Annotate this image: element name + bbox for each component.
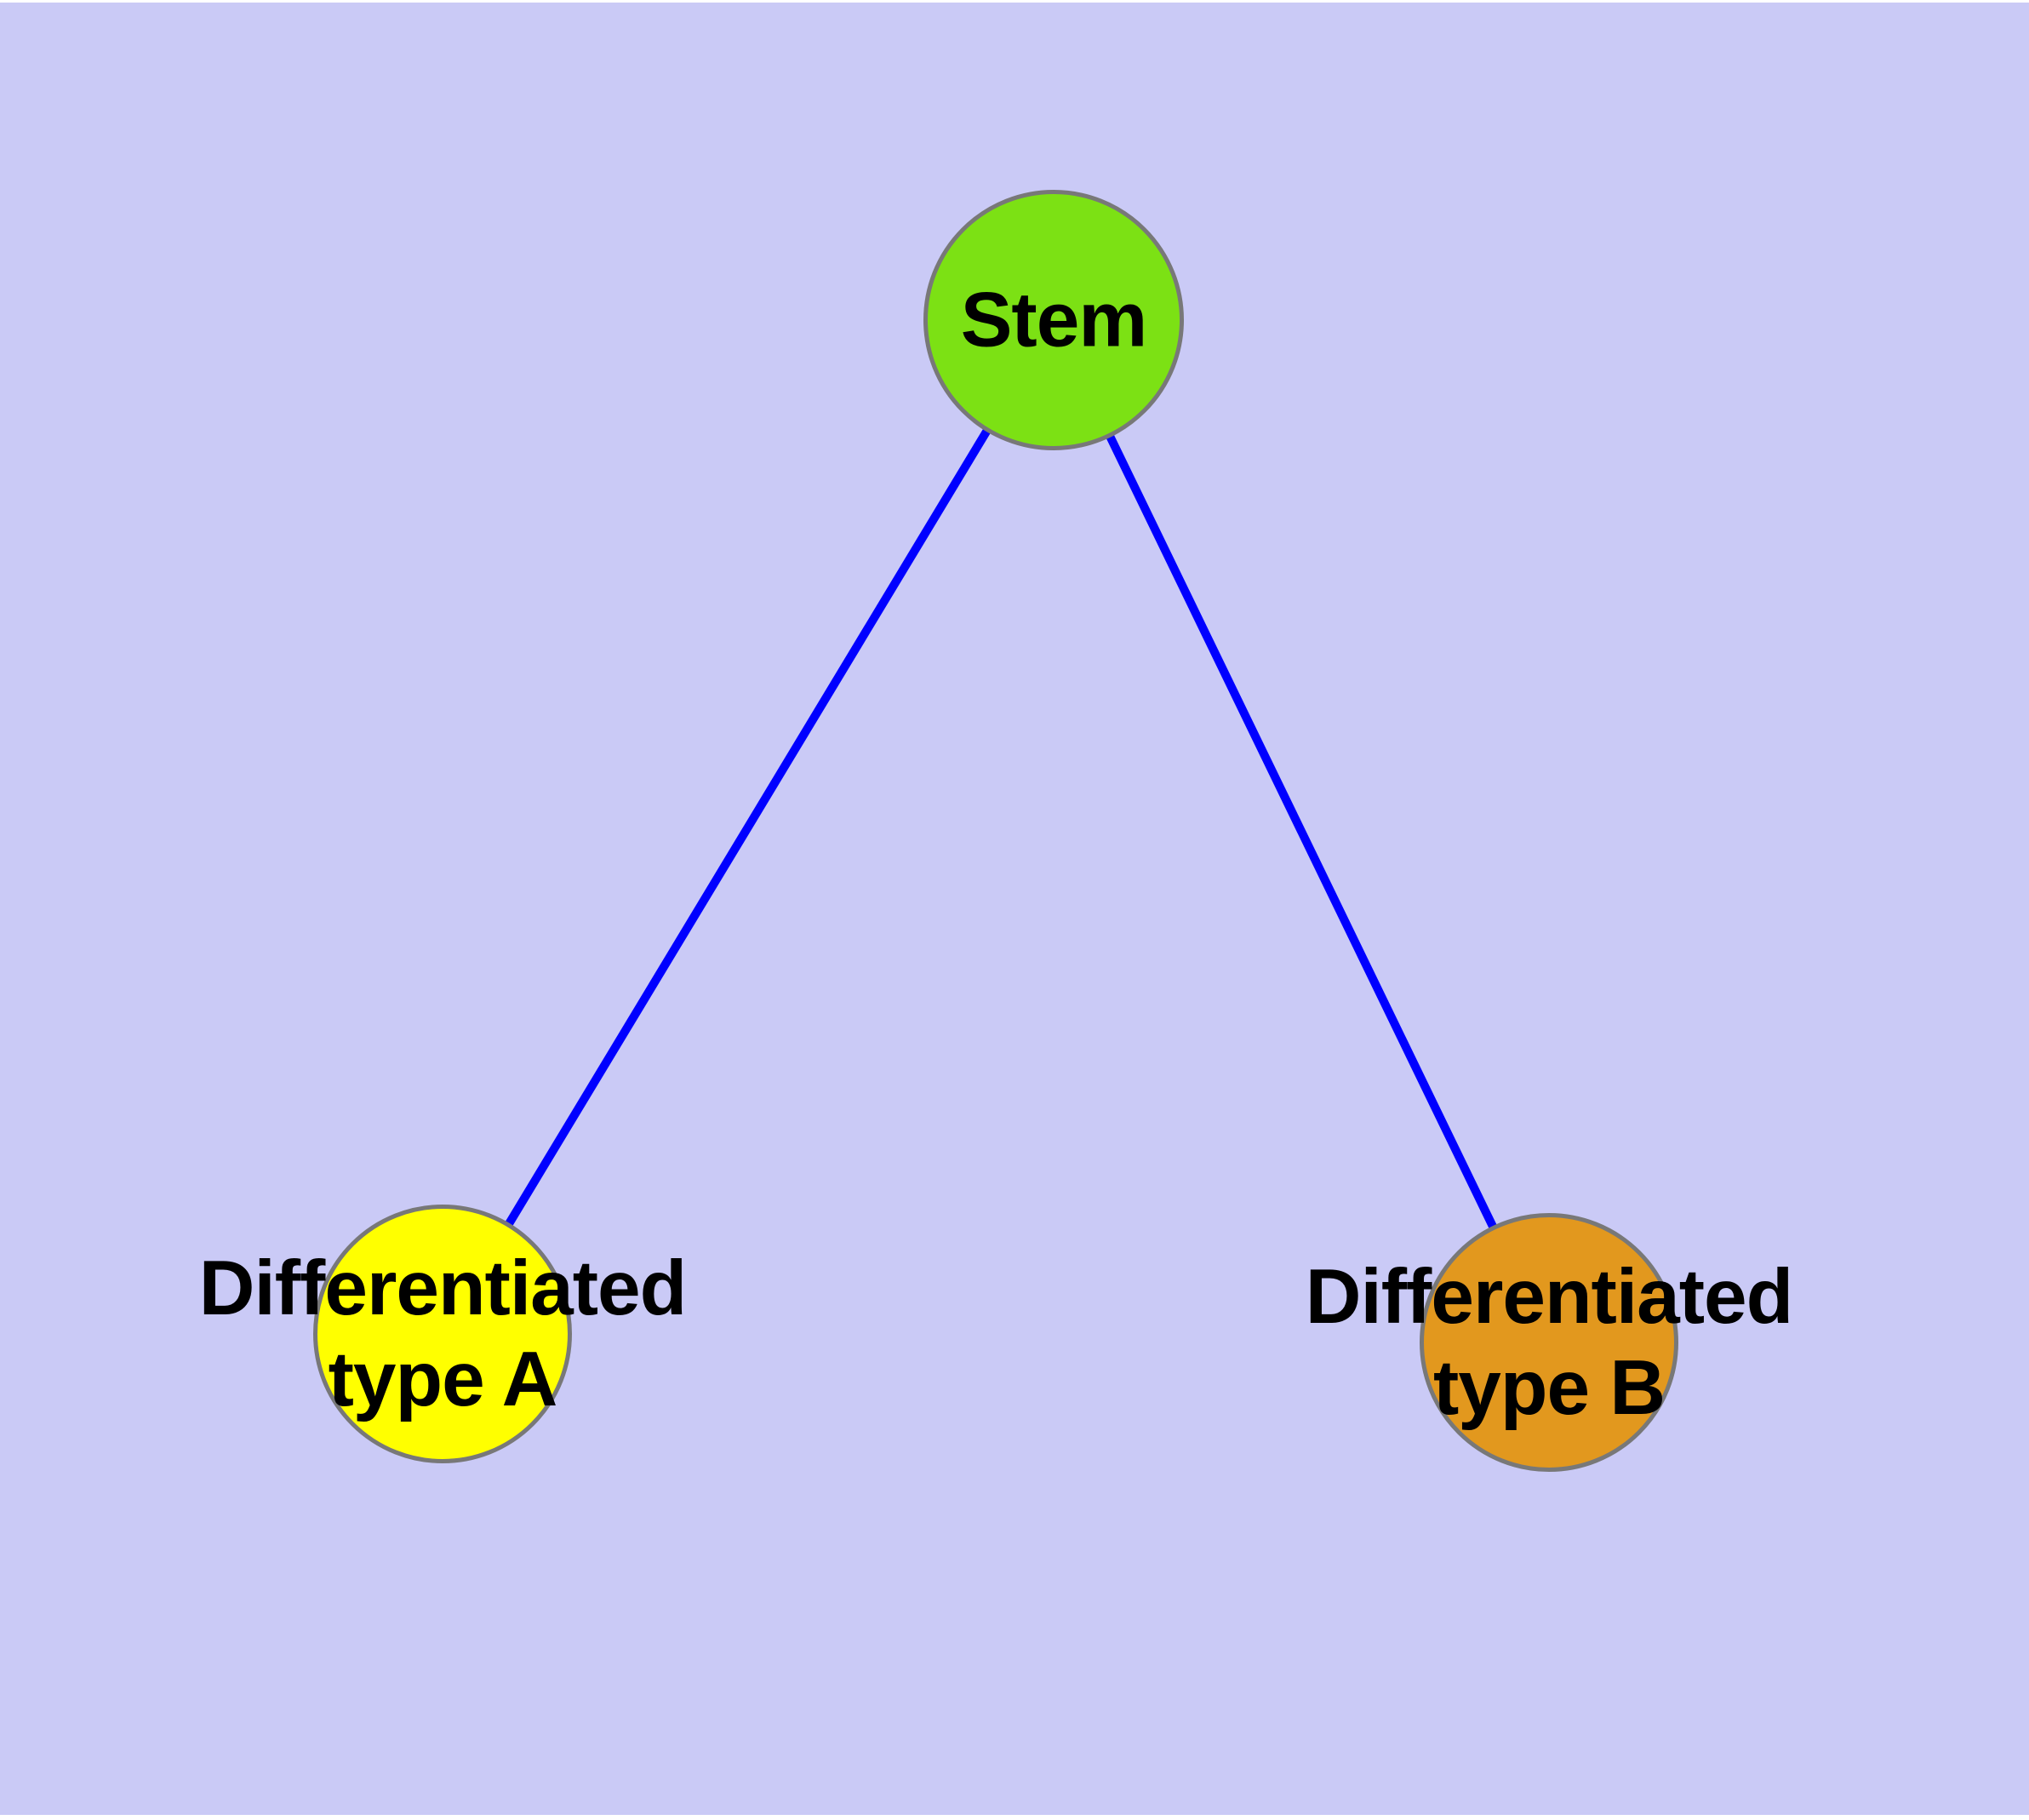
node-type-a [313,1205,572,1463]
node-stem [923,190,1184,450]
stem-label-line1: Stem [960,277,1148,363]
type-b-label: Differentiated type B [1305,1251,1794,1434]
diagram-canvas: Stem Differentiated type A Differentiate… [0,3,2029,1815]
edge-stem-to-type-a [438,318,1058,1336]
type-b-label-line2: type B [1432,1345,1666,1431]
edges-layer [438,318,1553,1345]
type-a-label-line1: Differentiated [198,1245,688,1331]
type-b-label-line1: Differentiated [1305,1254,1794,1340]
type-a-label-line2: type A [328,1336,558,1422]
type-a-label: Differentiated type A [198,1243,688,1425]
edge-stem-to-type-b [1049,318,1553,1345]
stem-label: Stem [960,275,1148,366]
node-type-b [1420,1213,1678,1472]
